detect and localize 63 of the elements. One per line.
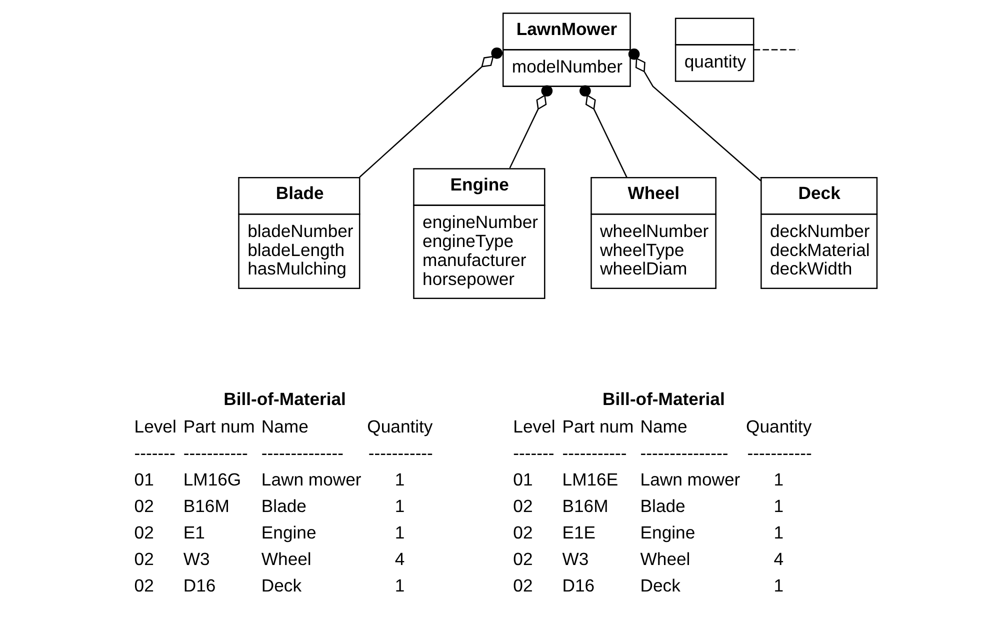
- label: Name: [261, 416, 308, 437]
- label: ---------------: [640, 443, 728, 464]
- label: -----------: [747, 443, 812, 464]
- label: 1: [774, 575, 784, 596]
- label: Bill-of-Material: [602, 389, 725, 410]
- label: W3: [562, 548, 589, 569]
- label: Wheel: [261, 548, 312, 569]
- label: E1: [183, 522, 205, 542]
- label: 02: [134, 522, 154, 542]
- connector: [509, 85, 553, 168]
- label: 4: [774, 548, 784, 569]
- label: Engine: [261, 522, 316, 542]
- label: Part num: [183, 416, 255, 437]
- label: 1: [774, 496, 784, 516]
- label: Quantity: [367, 416, 433, 437]
- label: Level: [134, 416, 176, 437]
- connector: [359, 48, 503, 178]
- label: 02: [134, 575, 154, 596]
- label: 02: [513, 548, 533, 569]
- label: Name: [640, 416, 688, 437]
- label: Deck: [640, 575, 680, 596]
- label: Wheel: [640, 548, 690, 569]
- label: 1: [394, 522, 405, 542]
- label: E1E: [562, 522, 596, 542]
- label: Lawn mower: [640, 470, 740, 490]
- label: 02: [513, 522, 533, 542]
- label: 01: [513, 470, 533, 490]
- label: 1: [394, 496, 405, 516]
- label: Blade: [261, 496, 306, 516]
- label: --------------: [261, 443, 344, 464]
- label: B16M: [183, 496, 230, 516]
- label: Deck: [261, 575, 302, 596]
- label: Quantity: [746, 416, 812, 437]
- connector: [580, 85, 628, 178]
- label: 1: [774, 522, 784, 542]
- label: -----------: [368, 443, 433, 464]
- label: Bill-of-Material: [224, 389, 346, 410]
- label: -----------: [562, 443, 627, 464]
- label: Level: [513, 416, 556, 437]
- label: Part num: [562, 416, 634, 437]
- label: Engine: [640, 522, 696, 542]
- label: D16: [183, 575, 216, 596]
- label: D16: [562, 575, 595, 596]
- connector: [754, 49, 798, 50]
- label: 02: [513, 496, 533, 516]
- label: W3: [183, 548, 210, 569]
- label: 02: [134, 496, 154, 516]
- label: Lawn mower: [261, 470, 362, 490]
- label: LM16G: [183, 470, 242, 490]
- label: 1: [394, 470, 405, 490]
- label: Blade: [640, 496, 686, 516]
- label: -------: [513, 443, 554, 464]
- label: B16M: [562, 496, 608, 516]
- label: 02: [134, 548, 154, 569]
- label: -------: [134, 443, 176, 464]
- label: 1: [394, 575, 405, 596]
- label: LM16E: [562, 470, 618, 490]
- label: 1: [774, 470, 784, 490]
- label: -----------: [183, 443, 248, 464]
- connector: [628, 48, 762, 182]
- label: 01: [134, 470, 154, 490]
- label: 4: [394, 548, 405, 569]
- label: 02: [513, 575, 533, 596]
